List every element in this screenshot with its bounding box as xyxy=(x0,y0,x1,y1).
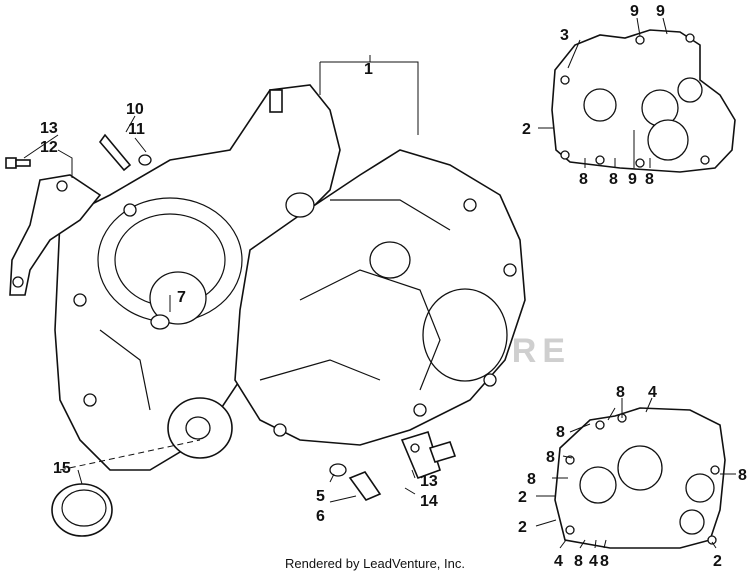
bolt-13-upper xyxy=(5,157,31,169)
cover-bottom-right xyxy=(554,407,726,549)
callout-1: 1 xyxy=(364,61,373,78)
callout-4b: 4 xyxy=(554,553,563,570)
callout-8j: 8 xyxy=(738,467,747,484)
crankcase-assembly xyxy=(54,84,526,471)
callout-3: 3 xyxy=(560,27,569,44)
callout-5: 5 xyxy=(316,488,325,505)
callout-12: 12 xyxy=(40,139,58,156)
callout-2a: 2 xyxy=(522,121,531,138)
callout-2b: 2 xyxy=(518,489,527,506)
callout-9a: 9 xyxy=(630,3,639,20)
callout-8i: 8 xyxy=(600,553,609,570)
callout-6: 6 xyxy=(316,508,325,525)
bolt-5-6 xyxy=(329,463,382,501)
callout-13b: 13 xyxy=(420,473,438,490)
footer-credit: Rendered by LeadVenture, Inc. xyxy=(285,556,465,571)
callout-8a: 8 xyxy=(579,171,588,188)
plug-15 xyxy=(51,483,113,537)
callout-8e: 8 xyxy=(556,424,565,441)
bracket xyxy=(9,174,102,296)
callout-4c: 4 xyxy=(589,553,598,570)
callout-8b: 8 xyxy=(609,171,618,188)
callout-7: 7 xyxy=(177,289,186,306)
callout-9b: 9 xyxy=(656,3,665,20)
callout-8h: 8 xyxy=(574,553,583,570)
callout-8c: 8 xyxy=(645,171,654,188)
callout-4a: 4 xyxy=(648,384,657,401)
callout-14: 14 xyxy=(420,493,438,510)
callout-2d: 2 xyxy=(713,553,722,570)
sensor-10 xyxy=(98,133,152,172)
callout-10: 10 xyxy=(126,101,144,118)
callout-11: 11 xyxy=(128,121,145,138)
callout-9c: 9 xyxy=(628,171,637,188)
callout-8g: 8 xyxy=(527,471,536,488)
callout-15: 15 xyxy=(53,460,71,477)
callout-8d: 8 xyxy=(616,384,625,401)
bracket-13-14 xyxy=(400,431,457,480)
callout-8f: 8 xyxy=(546,449,555,466)
callout-13: 13 xyxy=(40,120,58,137)
cover-top-right xyxy=(551,29,736,173)
callout-2c: 2 xyxy=(518,519,527,536)
